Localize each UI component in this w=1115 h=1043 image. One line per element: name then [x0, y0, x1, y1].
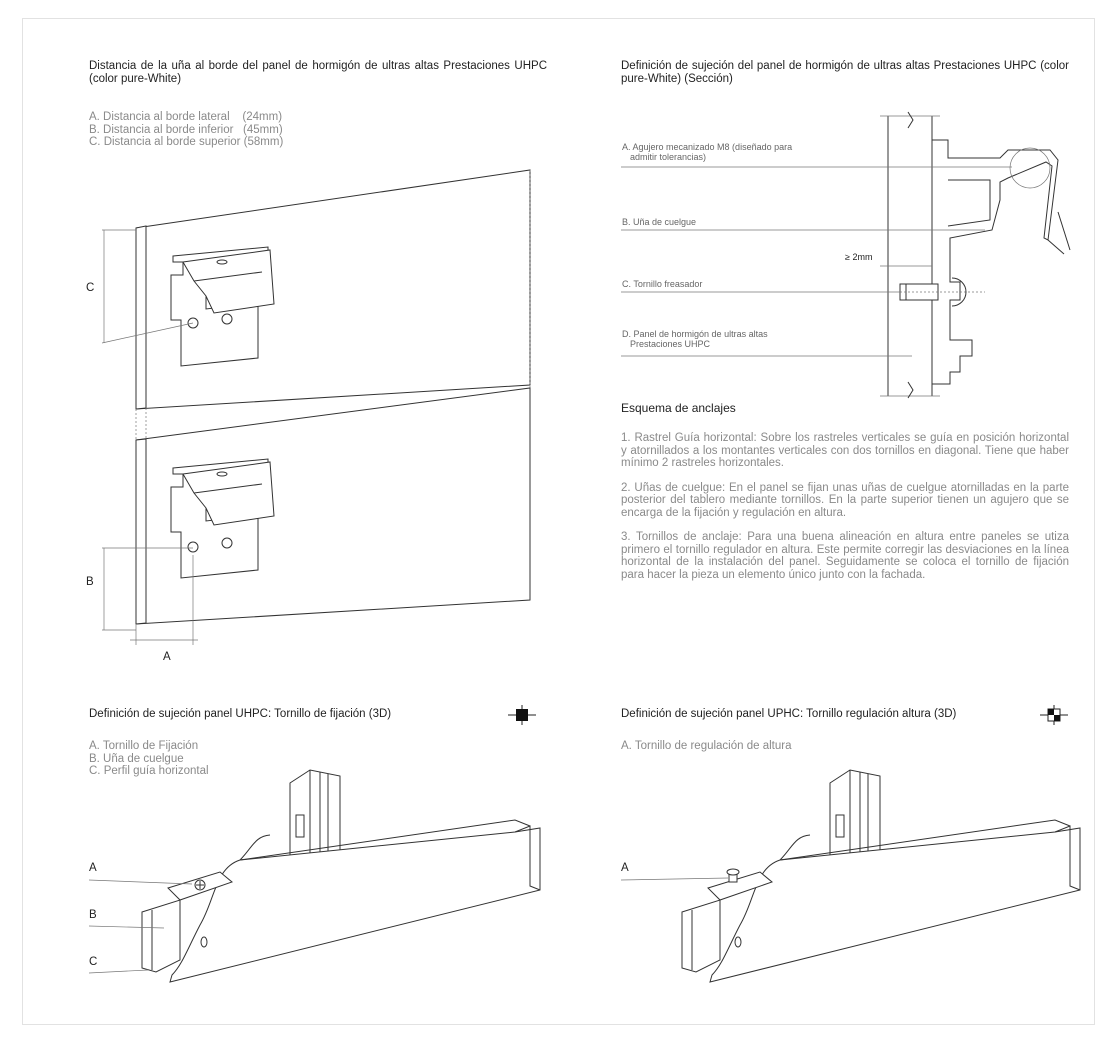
callout-a-line1: A. Agujero mecanizado M8 (diseñado para	[622, 142, 793, 152]
list-item: B. Distancia al borde inferior (45mm)	[89, 123, 283, 136]
regulation-list: A. Tornillo de regulación de altura	[621, 740, 791, 753]
fixing-list: A. Tornillo de Fijación B. Uña de cuelgu…	[89, 740, 209, 778]
esquema-text: 1. Rastrel Guía horizontal: Sobre los ra…	[621, 432, 1069, 593]
label-c: C	[89, 956, 98, 968]
esquema-title: Esquema de anclajes	[621, 401, 736, 415]
label-a: A	[163, 651, 171, 663]
callout-c: C. Tornillo freasador	[622, 279, 703, 289]
section-title-regulation: Definición de sujeción panel UPHC: Torni…	[621, 708, 957, 720]
label-c: C	[86, 282, 95, 294]
list-item: A. Distancia al borde lateral (24mm)	[89, 111, 283, 123]
crosshair-marker-icon	[508, 705, 536, 725]
label-b: B	[89, 909, 97, 921]
list-item: B. Uña de cuelgue	[89, 752, 184, 765]
label-a: A	[621, 862, 629, 874]
callout-d-line2: Prestaciones UHPC	[630, 339, 711, 349]
list-item: A. Tornillo de regulación de altura	[621, 740, 792, 752]
label-b: B	[86, 576, 94, 588]
callout-a-line2: admitir tolerancias)	[630, 152, 707, 162]
esquema-paragraph: 3. Tornillos de anclaje: Para una buena …	[621, 531, 1069, 581]
distance-list: A. Distancia al borde lateral (24mm) B. …	[89, 111, 283, 149]
clip-upper	[170, 246, 275, 367]
crosshair-marker-icon	[1040, 705, 1068, 725]
list-item: C. Perfil guía horizontal	[89, 765, 209, 777]
section-title-fixing: Definición de sujeción panel UHPC: Torni…	[89, 708, 392, 720]
section-title-distance: Distancia de la uña al borde del panel d…	[89, 60, 547, 85]
section-title-section: Definición de sujeción del panel de horm…	[621, 60, 1069, 85]
esquema-paragraph: 1. Rastrel Guía horizontal: Sobre los ra…	[621, 432, 1069, 469]
callout-d-line1: D. Panel de hormigón de ultras altas	[622, 329, 768, 339]
clip-lower	[170, 458, 275, 579]
list-item: A. Tornillo de Fijación	[89, 740, 199, 752]
callout-b: B. Uña de cuelgue	[622, 217, 697, 227]
list-item: C. Distancia al borde superior (58mm)	[89, 136, 284, 148]
label-a: A	[89, 862, 97, 874]
gap-dimension: ≥ 2mm	[845, 252, 873, 262]
esquema-paragraph: 2. Uñas de cuelgue: En el panel se fijan…	[621, 481, 1069, 519]
